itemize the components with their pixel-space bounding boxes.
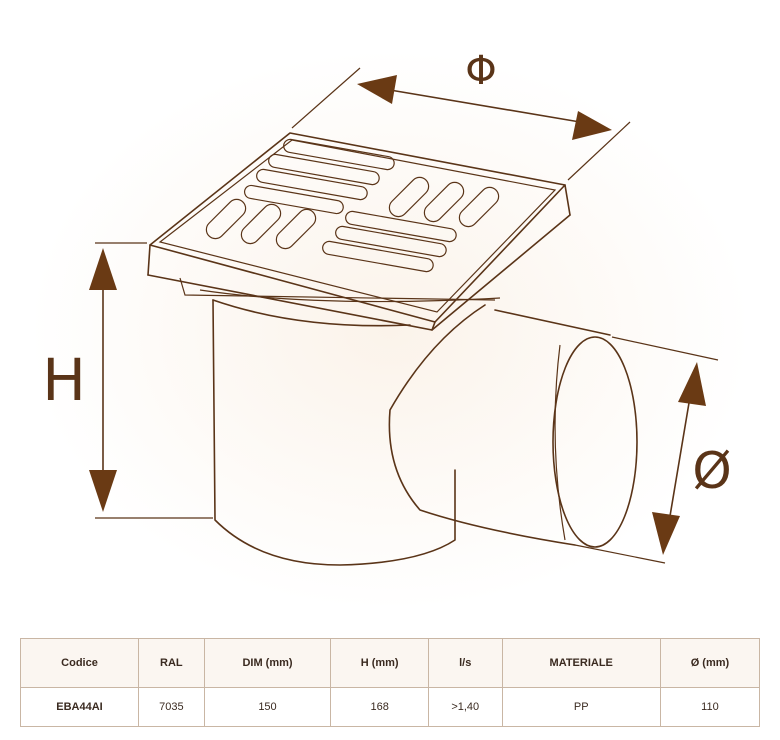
- cell-codice: EBA44AI: [19, 687, 140, 727]
- cell-materiale: PP: [501, 687, 661, 727]
- phi-dimension: Φ: [291, 48, 631, 181]
- header-diameter: Ø (mm): [659, 638, 761, 688]
- height-arrow-top: [89, 248, 117, 290]
- height-label: H: [42, 346, 86, 414]
- header-materiale: MATERIALE: [501, 638, 661, 688]
- phi-label: Φ: [465, 48, 496, 94]
- diameter-dimension: Ø: [574, 336, 732, 564]
- header-codice: Codice: [19, 638, 140, 688]
- header-dim: DIM (mm): [203, 638, 332, 688]
- cell-ral: 7035: [138, 687, 205, 727]
- outlet-pipe: [388, 304, 638, 548]
- grate-frame: [147, 132, 571, 331]
- header-ral: RAL: [138, 638, 205, 688]
- table-header-row: Codice RAL DIM (mm) H (mm) l/s MATERIALE…: [19, 638, 761, 688]
- diameter-arrow-bottom: [652, 512, 680, 555]
- table-row: EBA44AI 7035 150 168 >1,40 PP 110: [19, 687, 761, 727]
- header-h: H (mm): [330, 638, 429, 688]
- height-dimension: H: [42, 242, 213, 519]
- cell-h: 168: [330, 687, 429, 727]
- cell-diameter: 110: [659, 687, 761, 727]
- phi-arrow-right: [572, 111, 612, 140]
- height-arrow-bottom: [89, 470, 117, 512]
- spec-table: Codice RAL DIM (mm) H (mm) l/s MATERIALE…: [19, 638, 761, 727]
- drain-body: [212, 299, 456, 566]
- phi-arrow-left: [357, 75, 397, 104]
- header-flow: l/s: [427, 638, 503, 688]
- drain-diagram: Φ H Ø: [30, 48, 750, 610]
- diameter-label: Ø: [692, 442, 731, 500]
- diameter-arrow-top: [678, 362, 706, 406]
- cell-flow: >1,40: [427, 687, 503, 727]
- grate-slots: [205, 138, 500, 273]
- cell-dim: 150: [203, 687, 332, 727]
